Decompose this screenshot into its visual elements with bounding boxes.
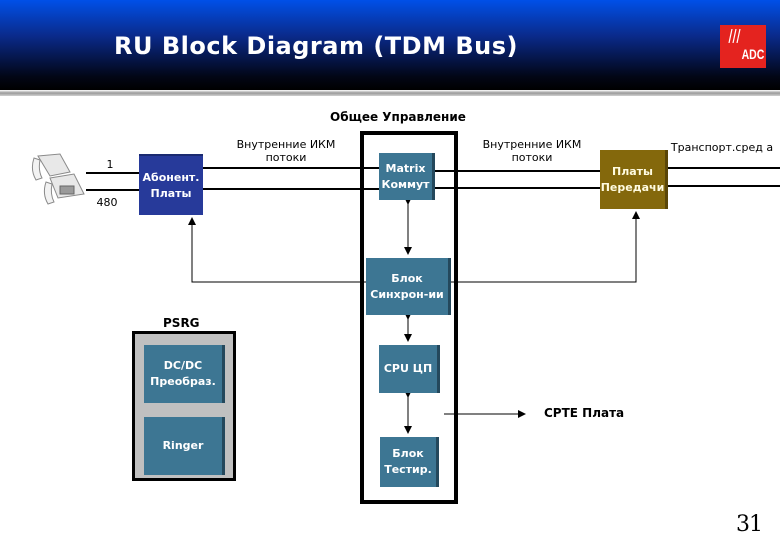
psrg-label: PSRG: [163, 316, 200, 330]
subscriber-boards-label: Абонент. Платы: [142, 170, 200, 200]
cpu-label: CPU ЦП: [383, 362, 433, 375]
ringer-label: Ringer: [162, 439, 204, 452]
page-title: RU Block Diagram (TDM Bus): [114, 32, 518, 60]
label-left-streams: Внутренние ИКМ потоки: [236, 138, 336, 164]
dcdc-block[interactable]: DC/DC Преобраз.: [144, 345, 225, 403]
adc-logo: ADC: [720, 25, 766, 68]
cpte-label: CPTE Плата: [544, 406, 625, 420]
line-sync-to-transmission: [451, 211, 640, 283]
phone-count-bottom: 480: [96, 196, 118, 209]
logo-text: ADC: [741, 46, 764, 62]
telephone-icon: [31, 153, 85, 205]
sync-unit-label: Блок Синхрон-ии: [370, 271, 444, 301]
label-transport: Транспорт.сред а: [670, 141, 774, 154]
common-control-frame: [360, 131, 458, 504]
phone-count-top: 1: [106, 158, 114, 171]
transmission-boards-block[interactable]: Платы Передачи: [600, 150, 668, 209]
subscriber-boards-block[interactable]: Абонент. Платы: [139, 154, 203, 215]
cpu-block[interactable]: CPU ЦП: [379, 345, 440, 393]
sync-unit-block[interactable]: Блок Синхрон-ии: [366, 258, 451, 315]
test-unit-block[interactable]: Блок Тестир.: [380, 437, 439, 487]
matrix-switch-label: Matrix Коммут: [381, 161, 430, 191]
ringer-block[interactable]: Ringer: [144, 417, 225, 475]
section-title: Общее Управление: [330, 110, 466, 124]
header-divider: [0, 90, 780, 96]
transmission-boards-label: Платы Передачи: [600, 164, 665, 194]
line-sync-to-subscriber: [188, 217, 366, 283]
page-number: 31: [736, 512, 763, 537]
matrix-switch-block[interactable]: Matrix Коммут: [379, 153, 435, 200]
label-right-streams: Внутренние ИКМ потоки: [482, 138, 582, 164]
header-bar: [0, 0, 780, 90]
dcdc-label: DC/DC Преобраз.: [150, 359, 216, 388]
test-unit-label: Блок Тестир.: [384, 447, 432, 476]
logo-stripes-icon: [728, 29, 741, 43]
